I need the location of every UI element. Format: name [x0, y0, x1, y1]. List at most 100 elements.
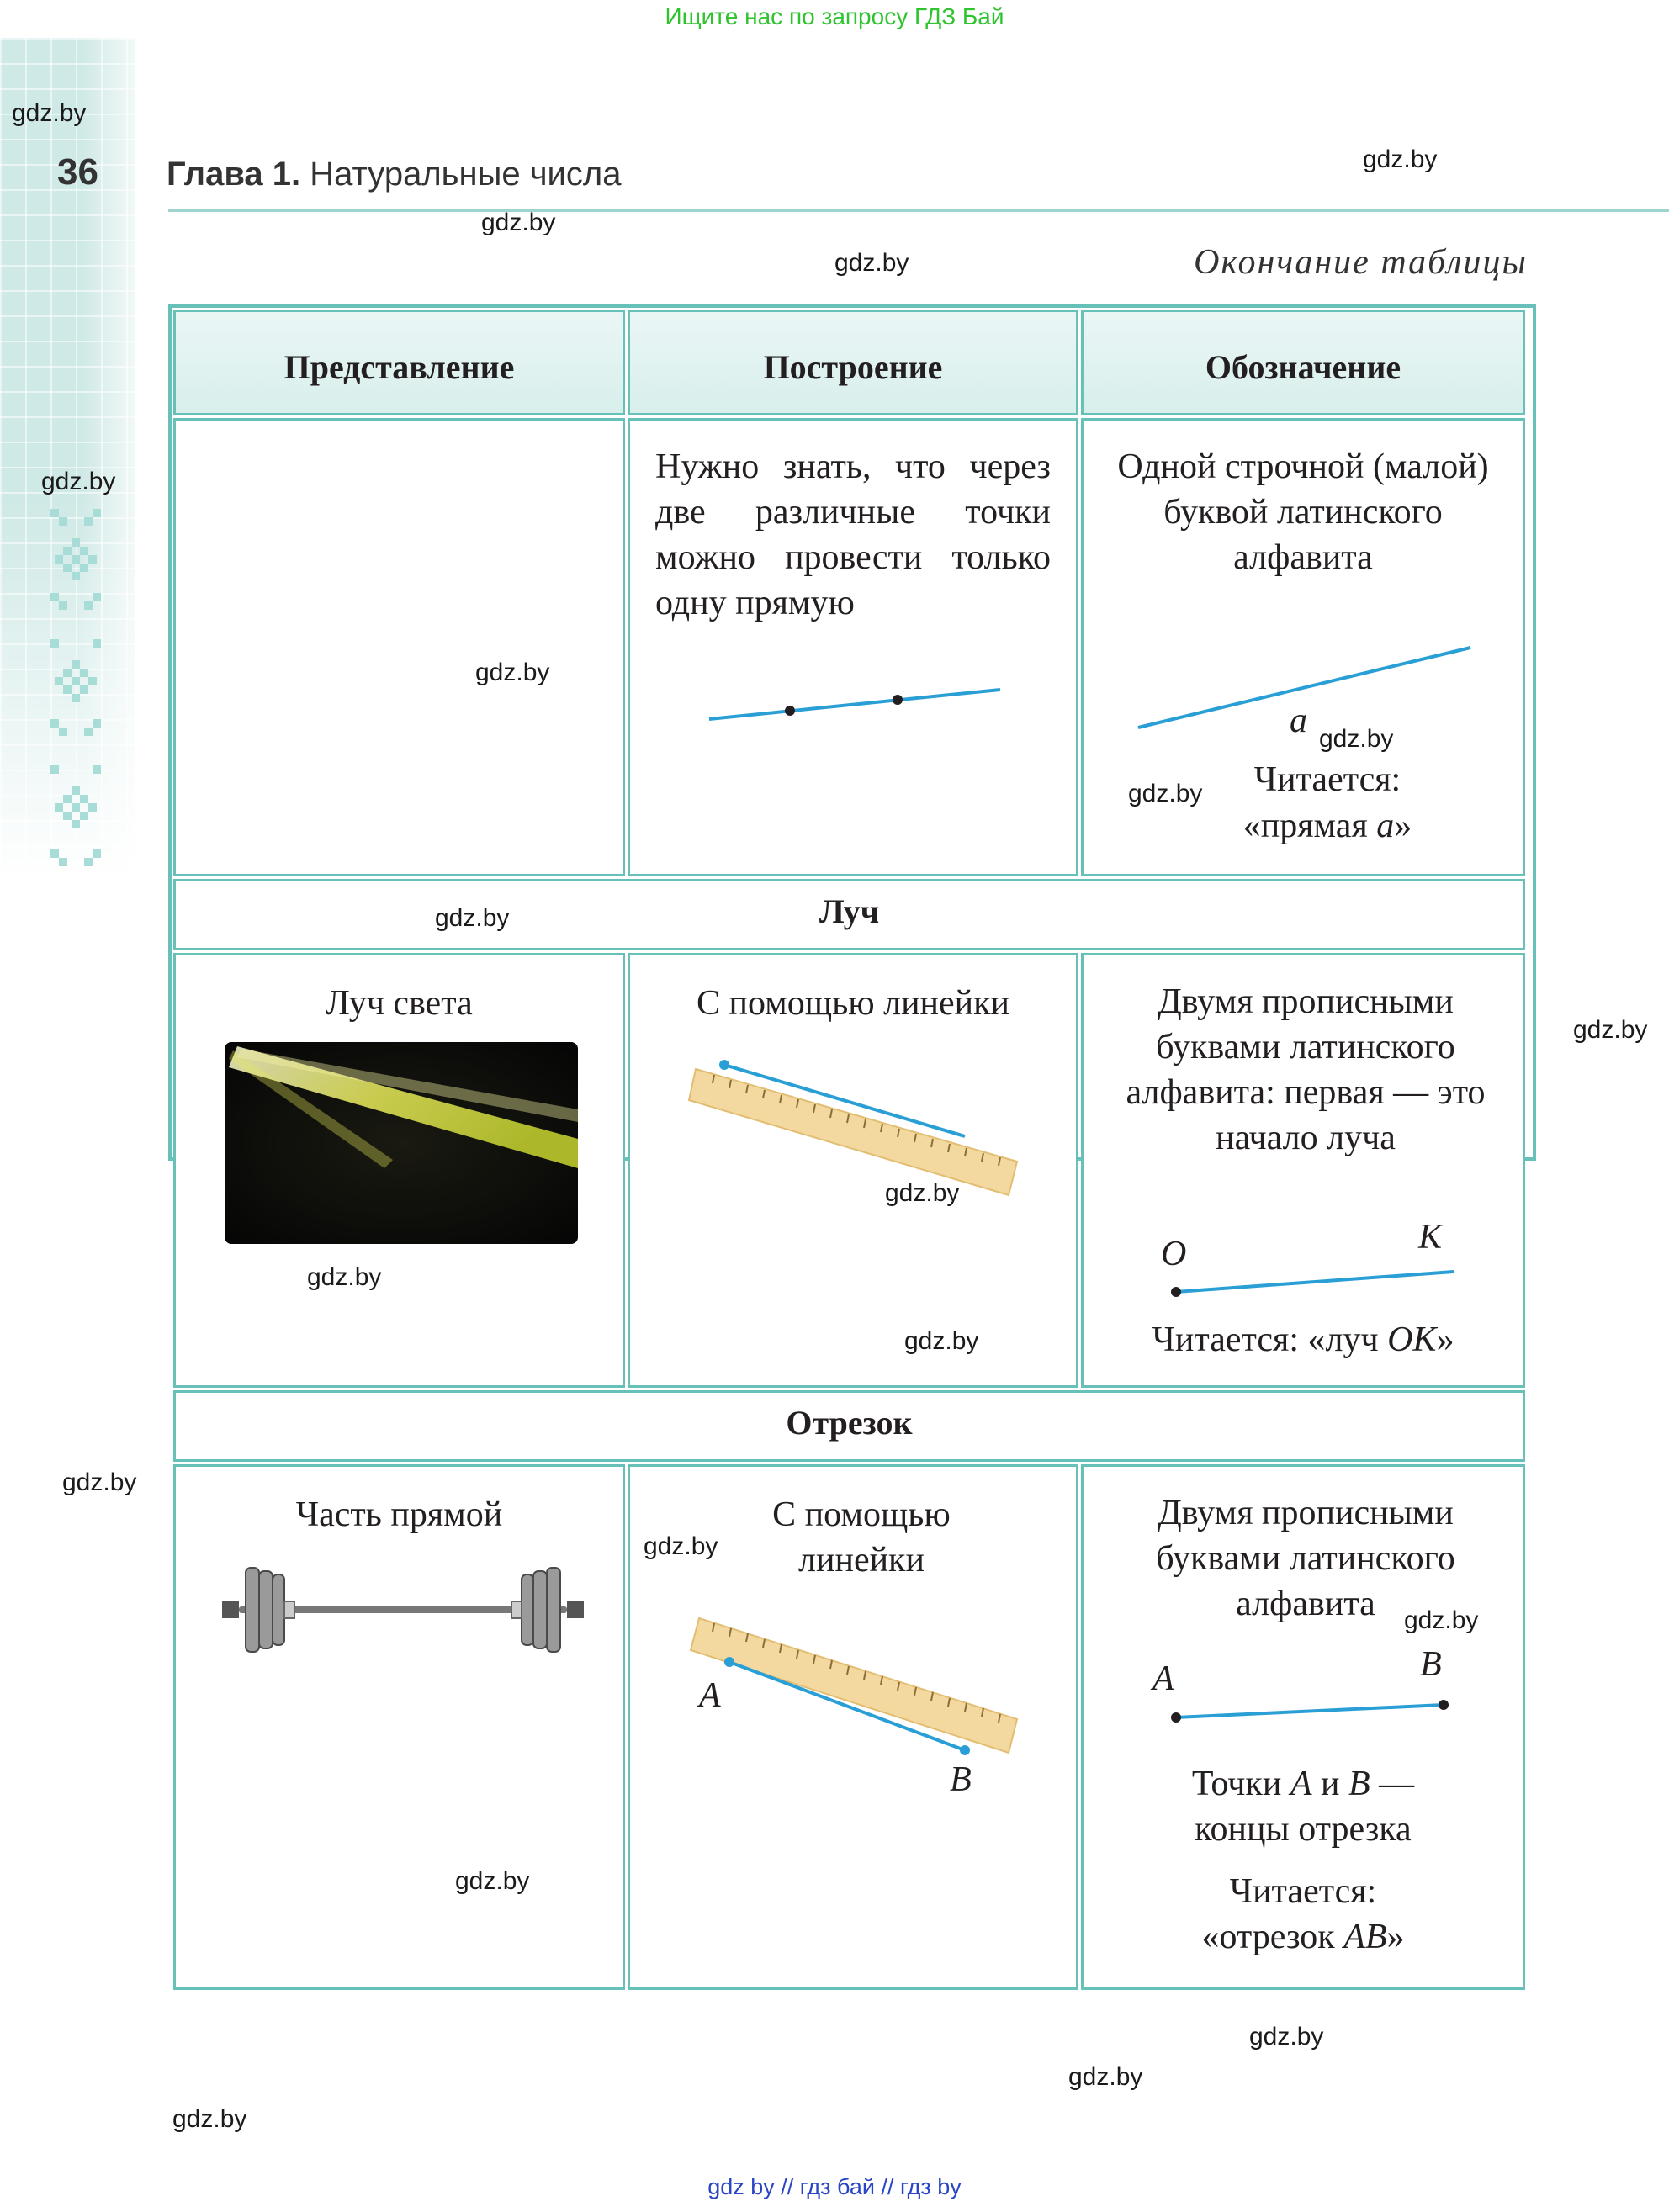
barbell-icon — [222, 1567, 584, 1653]
segment-ab-ruler-line — [729, 1660, 966, 1752]
bottom-links[interactable]: gdz by // гдз бай // гдз by — [707, 2174, 962, 2199]
segment-representation-cell: Часть прямой — [173, 1464, 625, 1990]
line-reads-label: Читается: — [1253, 760, 1401, 799]
watermark: gdz.by — [172, 2105, 247, 2133]
watermark: gdz.by — [1068, 2063, 1143, 2091]
ray-reads: Читается: «луч OK» — [1084, 1317, 1523, 1363]
segment-ends-line2: концы отрезка — [1195, 1810, 1412, 1849]
line-reads-value: «прямая a» — [1151, 803, 1504, 849]
header-text: Представление — [283, 348, 515, 386]
reads-prefix: Читается: «луч — [1152, 1320, 1388, 1359]
line-a — [1137, 646, 1471, 729]
ends-a: A — [1290, 1765, 1312, 1803]
ornament-icon — [50, 509, 101, 866]
watermark: gdz.by — [644, 1532, 718, 1560]
ray-section-title-cell: Луч — [173, 879, 1525, 950]
header-text: Обозначение — [1205, 348, 1401, 386]
line-notation-cell: Одной строчной (малой) буквой латинского… — [1081, 418, 1525, 876]
line-representation-cell — [173, 418, 625, 876]
ray-representation-text: Луч света — [326, 984, 473, 1023]
reads-var: a — [1376, 807, 1395, 845]
ray-notation-cell: Двумя прописными буквами латинского алфа… — [1081, 953, 1525, 1388]
header-text: Построение — [763, 348, 943, 386]
ruler-point-b — [960, 1745, 970, 1755]
watermark: gdz.by — [455, 1867, 530, 1895]
sidebar-fade — [0, 38, 135, 879]
reads-var: OK — [1387, 1320, 1437, 1359]
ray-construction-text: С помощью линейки — [696, 984, 1010, 1023]
table-caption: Окончание таблицы — [1194, 243, 1528, 282]
chapter-heading: Глава 1. Натуральные числа — [167, 156, 621, 193]
ruler-point-a — [724, 1657, 734, 1667]
watermark: gdz.by — [1249, 2023, 1324, 2051]
ray-representation-cell: Луч света — [173, 953, 625, 1388]
reads-prefix: «прямая — [1242, 807, 1377, 845]
ruler-label-a: A — [699, 1676, 721, 1715]
ray-ok-diagram — [1171, 1270, 1454, 1297]
ray-construction-cell: С помощью линейки — [628, 953, 1078, 1388]
segment-ruler-diagram — [689, 1617, 1019, 1755]
ray-line — [723, 1063, 966, 1138]
ray-start-point — [719, 1060, 729, 1070]
watermark: gdz.by — [1363, 146, 1438, 173]
watermark: gdz.by — [1319, 725, 1394, 753]
point-2 — [893, 695, 903, 705]
segment-construction-text: С помощью линейки — [772, 1495, 951, 1580]
reads-suffix: » — [1436, 1320, 1454, 1359]
ray-ruler-diagram — [687, 1060, 1019, 1197]
point-o — [1171, 1287, 1181, 1297]
ends-b: B — [1348, 1765, 1370, 1803]
watermark: gdz.by — [1573, 1016, 1648, 1044]
segment-label-a: A — [1152, 1659, 1174, 1698]
segment-label-b: B — [1420, 1645, 1442, 1684]
header-rule — [168, 209, 1669, 212]
point-a — [1171, 1712, 1181, 1723]
ruler-label-b: B — [950, 1760, 972, 1799]
watermark: gdz.by — [12, 99, 87, 127]
header-construction: Построение — [628, 310, 1078, 415]
segment-section-title: Отрезок — [786, 1404, 913, 1442]
watermark: gdz.by — [435, 904, 510, 932]
watermark: gdz.by — [475, 659, 550, 686]
segment-ab-line — [1175, 1703, 1444, 1719]
watermark: gdz.by — [904, 1327, 979, 1355]
point-1 — [785, 706, 795, 716]
watermark: gdz.by — [481, 209, 556, 236]
watermark: gdz.by — [41, 468, 116, 495]
line-through-points — [708, 688, 1001, 721]
watermark: gdz.by — [885, 1179, 960, 1207]
header-notation: Обозначение — [1081, 310, 1525, 415]
ray-label-k: K — [1418, 1218, 1443, 1257]
reads-suffix: » — [1386, 1918, 1405, 1956]
segment-reads-value: «отрезок AB» — [1084, 1914, 1523, 1960]
segment-reads-label: Читается: — [1229, 1872, 1377, 1911]
watermark: gdz.by — [1404, 1606, 1479, 1634]
page-number: 36 — [57, 151, 98, 193]
segment-notation-cell: Двумя прописными буквами латинского алфа… — [1081, 1464, 1525, 1990]
segment-ends-line1: Точки A и B — — [1084, 1761, 1523, 1807]
watermark: gdz.by — [1128, 780, 1203, 807]
chapter-label: Глава 1. — [167, 156, 301, 193]
chapter-title: Натуральные числа — [310, 156, 622, 193]
ray-notation-text: Двумя прописными буквами латинского алфа… — [1126, 982, 1486, 1157]
ends-and: и — [1311, 1765, 1348, 1803]
header-representation: Представление — [173, 310, 625, 415]
line-construction-cell: Нужно знать, что че­рез две различные то… — [628, 418, 1078, 876]
segment-representation-text: Часть прямой — [295, 1495, 503, 1534]
two-points-line-diagram — [708, 688, 1001, 721]
watermark: gdz.by — [834, 249, 909, 277]
segment-construction-cell: С помощью линейки A B — [628, 1464, 1078, 1990]
segment-section-title-cell: Отрезок — [173, 1390, 1525, 1462]
point-b — [1439, 1700, 1449, 1710]
segment-notation-text: Двумя прописными буквами латинского алфа… — [1156, 1494, 1455, 1623]
ends-suffix: — — [1370, 1765, 1415, 1803]
segment-ab-diagram — [1171, 1700, 1449, 1723]
line-a-diagram — [1137, 646, 1471, 729]
reads-var: AB — [1343, 1918, 1387, 1956]
reads-prefix: «отрезок — [1201, 1918, 1344, 1956]
ruler-icon — [687, 1067, 1019, 1197]
watermark: gdz.by — [62, 1468, 137, 1496]
top-notice[interactable]: Ищите нас по запросу ГДЗ Бай — [665, 3, 1004, 29]
ends-prefix: Точки — [1191, 1765, 1290, 1803]
line-notation-text: Одной строчной (малой) буквой латинского… — [1117, 447, 1489, 577]
